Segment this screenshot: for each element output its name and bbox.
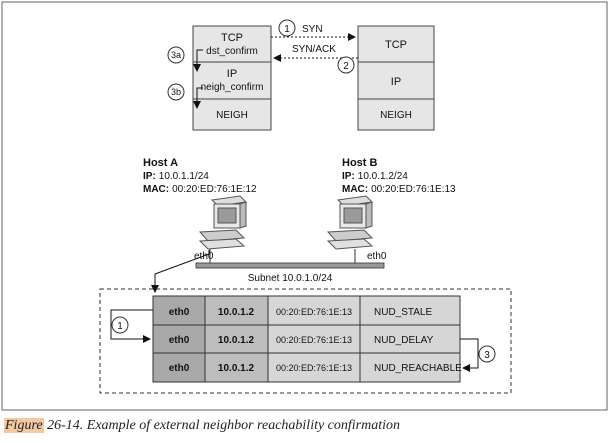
stack-a-ip-sub: neigh_confirm (201, 82, 264, 93)
table-step-1-label: 1 (117, 321, 123, 332)
step-3b-label: 3b (171, 87, 181, 97)
stack-a-tcp: TCP (221, 32, 243, 44)
host-b-mac: 00:20:ED:76:1E:13 (371, 184, 456, 195)
host-a-mac-line: MAC:00:20:ED:76:1E:12 (143, 184, 257, 195)
caption-text: Example of external neighbor reachabilit… (83, 418, 401, 433)
step-2-label: 2 (343, 61, 349, 72)
confirm-arrow-3b (193, 87, 203, 109)
step-3b-circle (167, 83, 185, 101)
step-1-label: 1 (284, 24, 290, 35)
host-b-iface: eth0 (367, 251, 387, 262)
step-2-circle (337, 56, 355, 74)
host-a-to-table-arrow (151, 250, 210, 293)
transition-arrow-3 (460, 338, 479, 372)
confirm-arrow-3a (193, 49, 203, 72)
host-a-mac: 00:20:ED:76:1E:12 (172, 184, 257, 195)
subnet-label: Subnet 10.0.1.0/24 (248, 273, 333, 284)
caption-figure-word: Figure (4, 418, 44, 433)
neighbor-table: eth0 10.0.1.2 00:20:ED:76:1E:13 NUD_STAL… (152, 295, 462, 383)
row-3-ip: 10.0.1.2 (218, 363, 255, 374)
row-3-mac: 00:20:ED:76:1E:13 (276, 363, 352, 373)
table-step-1-circle (111, 316, 129, 334)
row-1-dev: eth0 (169, 307, 190, 318)
host-b-stack: TCP IP NEIGH (357, 25, 435, 131)
row-1-ip: 10.0.1.2 (218, 307, 255, 318)
host-a-mac-label: MAC: (143, 184, 169, 195)
host-b-mac-line: MAC:00:20:ED:76:1E:13 (342, 184, 456, 195)
row-3-state: NUD_REACHABLE (374, 363, 462, 374)
step-3a-label: 3a (171, 50, 181, 60)
stack-a-ip: IP (227, 68, 237, 80)
row-2-dev: eth0 (169, 335, 190, 346)
host-a-ip-line: IP:10.0.1.1/24 (143, 171, 209, 182)
syn-label: SYN (302, 24, 323, 35)
transition-arrow-1 (110, 309, 153, 343)
host-a-ip-label: IP: (143, 171, 156, 182)
stack-a-neigh: NEIGH (216, 110, 248, 121)
stack-a-tcp-sub: dst_confirm (206, 46, 258, 57)
table-step-3-circle (478, 345, 496, 363)
step-3a-circle (167, 46, 185, 64)
stack-b-ip: IP (391, 76, 401, 88)
host-b-ip: 10.0.1.2/24 (358, 171, 408, 182)
row-2-ip: 10.0.1.2 (218, 335, 255, 346)
row-2-mac: 00:20:ED:76:1E:13 (276, 335, 352, 345)
neighbor-cache-box (99, 288, 512, 394)
computer-a-icon (198, 195, 248, 250)
host-a-name: Host A (143, 157, 178, 169)
row-1-mac: 00:20:ED:76:1E:13 (276, 307, 352, 317)
host-a-ip: 10.0.1.1/24 (159, 171, 209, 182)
subnet-bus (195, 262, 385, 269)
step-1-circle (278, 19, 296, 37)
synack-label: SYN/ACK (292, 44, 336, 55)
host-b-name: Host B (342, 157, 378, 169)
row-3-dev: eth0 (169, 363, 190, 374)
caption-number: 26-14. (43, 418, 84, 433)
host-b-ip-line: IP:10.0.1.2/24 (342, 171, 408, 182)
row-2-state: NUD_DELAY (374, 335, 434, 346)
host-a-iface: eth0 (194, 251, 214, 262)
host-a-stack: TCP dst_confirm IP neigh_confirm NEIGH (192, 25, 272, 131)
table-step-3-label: 3 (484, 350, 490, 361)
stack-b-tcp: TCP (385, 39, 407, 51)
figure-caption: Figure 26-14. Example of external neighb… (4, 418, 604, 438)
host-b-mac-label: MAC: (342, 184, 368, 195)
computer-b-icon (326, 195, 374, 250)
host-b-ip-label: IP: (342, 171, 355, 182)
stack-b-neigh: NEIGH (380, 110, 412, 121)
row-1-state: NUD_STALE (374, 307, 432, 318)
